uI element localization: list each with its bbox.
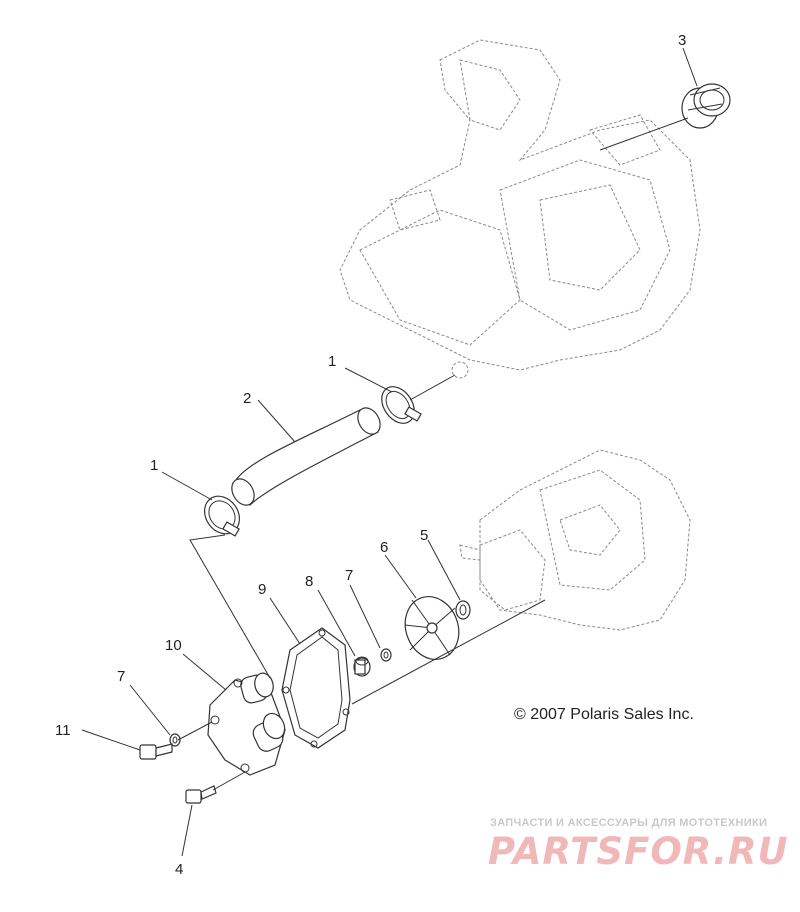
callout-10: 10 — [165, 637, 182, 654]
part-2-hose — [231, 407, 381, 506]
callout-6: 6 — [380, 539, 388, 556]
part-10-pump-cover — [207, 672, 286, 776]
copyright-notice: © 2007 Polaris Sales Inc. — [514, 706, 694, 723]
part-1-clamp-upper — [381, 386, 422, 424]
callout-5: 5 — [420, 527, 428, 544]
engine-crankcase-outline — [459, 449, 691, 631]
callout-11: 11 — [55, 722, 71, 739]
part-3-fitting — [681, 83, 731, 129]
callout-7-lower: 7 — [117, 668, 125, 685]
callout-4: 4 — [175, 861, 183, 878]
part-9-gasket — [281, 627, 351, 749]
callout-labels: 3 1 2 1 5 6 7 8 9 10 7 11 4 — [55, 32, 686, 878]
part-7-washer — [380, 648, 392, 662]
watermark-logo: PARTSFOR.RU — [488, 830, 789, 873]
part-11-bolt — [139, 743, 173, 760]
leader-lines — [81, 47, 698, 857]
callout-1-upper: 1 — [328, 353, 336, 370]
part-8-seal — [353, 656, 371, 677]
callout-1-lower: 1 — [150, 457, 158, 474]
part-4-bolt — [185, 785, 217, 804]
engine-head-outline — [339, 39, 701, 379]
callout-2: 2 — [243, 390, 251, 407]
callout-8: 8 — [305, 573, 313, 590]
callout-3: 3 — [678, 32, 686, 49]
watermark-subtitle: ЗАПЧАСТИ И АКСЕССУАРЫ ДЛЯ МОТОТЕХНИКИ — [490, 817, 768, 829]
part-5-seal — [455, 600, 471, 620]
part-6-impeller — [404, 596, 460, 660]
callout-7-upper: 7 — [345, 567, 353, 584]
callout-9: 9 — [258, 581, 266, 598]
part-7-washer-lower — [169, 733, 181, 747]
